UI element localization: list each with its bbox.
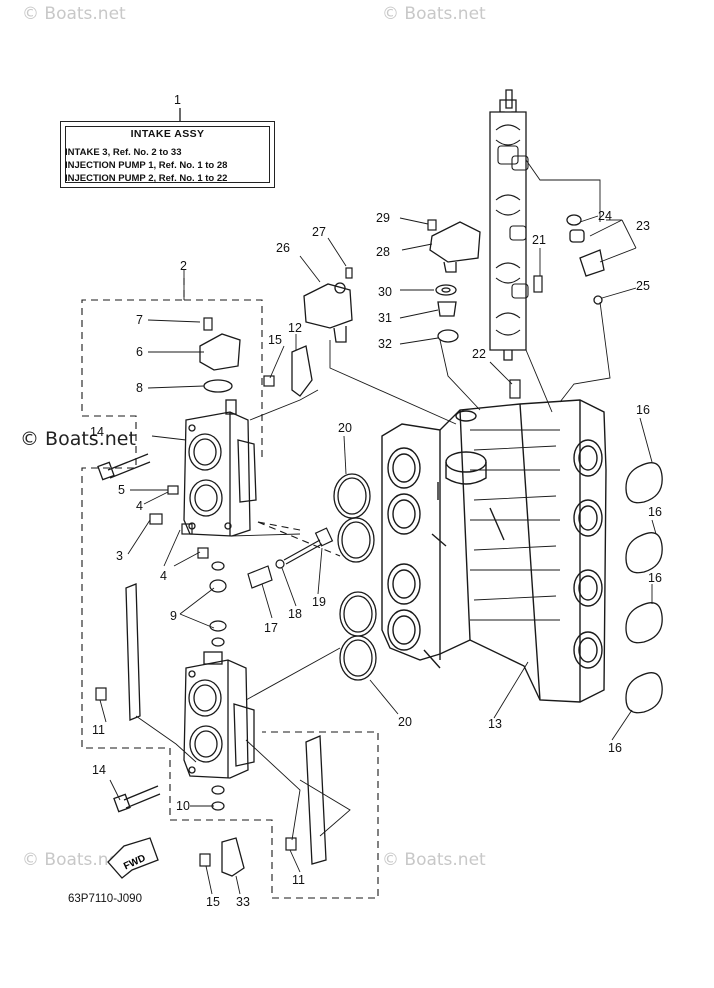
watermark-bottom-left: © Boats.net	[22, 850, 126, 870]
callout-11b: 11	[292, 873, 305, 887]
callout-25: 25	[636, 279, 650, 293]
diagram-code: 63P7110-J090	[68, 893, 142, 905]
small-bolts	[95, 219, 543, 867]
callout-16d: 16	[608, 741, 622, 755]
fitting-31	[437, 301, 457, 317]
legend-line-1: INTAKE 3, Ref. No. 2 to 33	[65, 147, 182, 158]
callout-27: 27	[312, 225, 326, 239]
watermark-top-right: © Boats.net	[382, 4, 486, 24]
callout-30: 30	[378, 285, 392, 299]
bracket-12	[291, 345, 313, 397]
legend-line-3: INJECTION PUMP 2, Ref. No. 1 to 22	[65, 173, 228, 184]
callout-2: 2	[180, 259, 187, 273]
callout-14a: 14	[90, 425, 104, 439]
callout-26: 26	[276, 241, 290, 255]
legend-box: INTAKE ASSY INTAKE 3, Ref. No. 2 to 33 I…	[60, 121, 275, 188]
o-ring-24	[566, 214, 582, 226]
callout-8: 8	[136, 381, 143, 395]
intake-manifold	[381, 399, 607, 703]
fwd-arrow	[107, 837, 159, 879]
callout-18: 18	[288, 607, 302, 621]
washer-30	[435, 284, 457, 296]
callout-24: 24	[598, 209, 612, 223]
callout-6: 6	[136, 345, 143, 359]
injector-23	[569, 229, 605, 305]
callout-11a: 11	[92, 723, 105, 737]
gaskets-16	[625, 462, 663, 714]
callout-13: 13	[488, 717, 502, 731]
linkage-17-19	[247, 527, 334, 589]
callout-15a: 15	[268, 333, 282, 347]
dashed-boundaries	[81, 278, 379, 899]
bracket-33	[221, 837, 245, 877]
leader-lines	[99, 159, 657, 895]
sensor-26	[303, 282, 353, 343]
legend-title: INTAKE ASSY	[130, 128, 205, 140]
cap-25	[593, 295, 603, 305]
callout-1: 1	[174, 93, 181, 107]
callout-7: 7	[136, 313, 143, 327]
watermark-top-left: © Boats.net	[22, 4, 126, 24]
o-ring-32	[437, 329, 459, 343]
callout-12: 12	[288, 321, 302, 335]
sensor-6	[199, 333, 241, 371]
callout-9: 9	[170, 609, 177, 623]
callout-4b: 4	[136, 499, 143, 513]
callout-15b: 15	[206, 895, 220, 909]
plate-lower	[305, 735, 327, 865]
callout-20b: 20	[398, 715, 412, 729]
callout-numbers: 1 2 3 4 4 5 6 7 8 9 10 11 11 12 13 14 14…	[90, 93, 662, 909]
callout-16b: 16	[648, 505, 662, 519]
callout-16a: 16	[636, 403, 650, 417]
fuel-rail	[489, 89, 529, 361]
callout-5: 5	[118, 483, 125, 497]
callout-20a: 20	[338, 421, 352, 435]
callout-29: 29	[376, 211, 390, 225]
sensor-28	[429, 221, 481, 273]
callout-19: 19	[312, 595, 326, 609]
callout-28: 28	[376, 245, 390, 259]
throttle-body-upper	[183, 399, 257, 537]
watermark-bottom-right: © Boats.net	[382, 850, 486, 870]
watermark-middle: © Boats.net	[20, 428, 136, 450]
callout-22: 22	[472, 347, 486, 361]
callout-10: 10	[176, 799, 190, 813]
legend-line-2: INJECTION PUMP 1, Ref. No. 1 to 28	[65, 160, 228, 171]
callout-17: 17	[264, 621, 278, 635]
legend-inner-frame	[65, 126, 270, 183]
plate-upper	[125, 583, 141, 721]
callout-16c: 16	[648, 571, 662, 585]
callout-3: 3	[116, 549, 123, 563]
throttle-body-lower	[183, 651, 255, 779]
callout-33: 33	[236, 895, 250, 909]
callout-14b: 14	[92, 763, 106, 777]
gaskets-20	[333, 473, 377, 681]
callout-32: 32	[378, 337, 392, 351]
bolts-14	[97, 453, 161, 813]
callout-21: 21	[532, 233, 546, 247]
callout-23: 23	[636, 219, 650, 233]
callout-31: 31	[378, 311, 392, 325]
o-ring-8	[203, 379, 233, 393]
callout-4a: 4	[160, 569, 167, 583]
